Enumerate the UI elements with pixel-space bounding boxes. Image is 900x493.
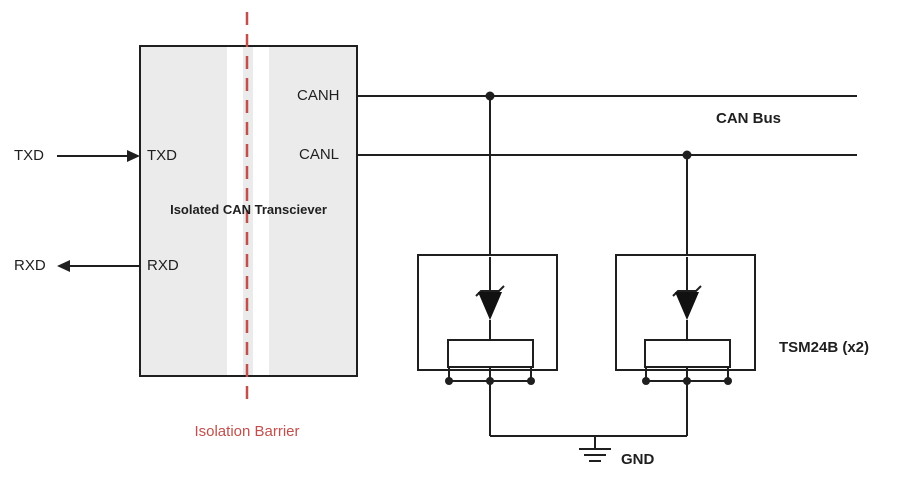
- transceiver-box: [139, 45, 358, 377]
- zener-bar-icon: [672, 285, 702, 297]
- can-bus-label: CAN Bus: [716, 110, 782, 127]
- canh-wire: [357, 91, 857, 255]
- txd-external-label: TXD: [14, 147, 44, 164]
- canh-pin-label: CANH: [297, 87, 340, 104]
- zener-diode-icon: [478, 292, 502, 320]
- tvs-diode-2: [615, 254, 756, 436]
- rxd-pin-label: RXD: [147, 257, 179, 274]
- junction-dot: [445, 377, 453, 385]
- txd-pin-label: TXD: [147, 147, 177, 164]
- tvs-part-label: TSM24B (x2): [779, 339, 870, 356]
- isolation-stripe-left: [227, 47, 243, 375]
- arrow-left-icon: [57, 260, 70, 272]
- tvs-diode-1: [417, 254, 558, 436]
- txd-arrow: [57, 150, 140, 162]
- isolation-barrier-label: Isolation Barrier: [194, 423, 300, 440]
- ground-icon: [579, 448, 611, 462]
- isolation-stripe-right: [253, 47, 269, 375]
- arrow-right-icon: [127, 150, 140, 162]
- rxd-arrow: [57, 260, 140, 272]
- junction-dot: [683, 377, 691, 385]
- transceiver-label: Isolated CAN Transciever: [170, 202, 327, 217]
- zener-diode-icon: [675, 292, 699, 320]
- canl-pin-label: CANL: [299, 146, 340, 163]
- zener-bar-icon: [475, 285, 505, 297]
- junction-dot: [527, 377, 535, 385]
- junction-dot: [642, 377, 650, 385]
- junction-dot: [486, 377, 494, 385]
- canl-wire: [357, 150, 857, 255]
- rxd-external-label: RXD: [14, 257, 46, 274]
- junction-dot: [724, 377, 732, 385]
- gnd-label: GND: [621, 451, 655, 468]
- ground-net: [490, 435, 687, 462]
